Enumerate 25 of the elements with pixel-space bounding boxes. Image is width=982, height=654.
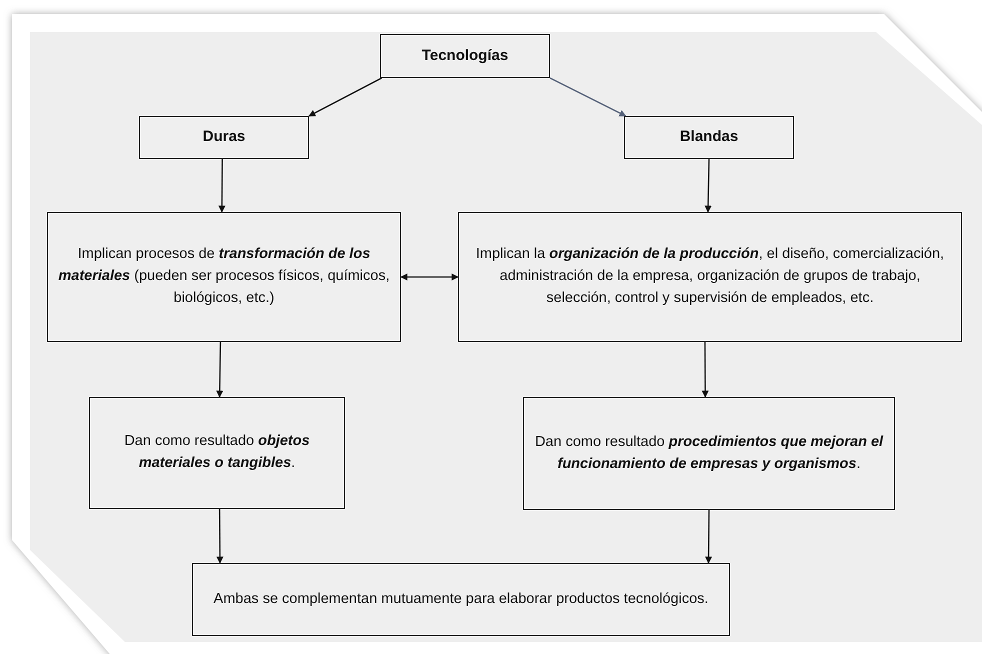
text-box: [192, 563, 730, 636]
box-description: Dan como resultado objetos materiales o tangibles.: [123, 432, 311, 473]
box-description: Dan como resultado procedimientos que mejoran el funcionamiento de empresas y organismos.: [534, 432, 884, 474]
arrow: [218, 159, 226, 213]
text-box: [523, 397, 895, 510]
category-box: [380, 34, 550, 78]
arrow: [308, 77, 382, 117]
arrow: [550, 77, 626, 117]
arrow: [702, 342, 709, 398]
arrow: [705, 510, 712, 564]
category-box: [139, 116, 309, 159]
text-box: [47, 212, 401, 342]
box-title: Blandas: [680, 127, 738, 148]
text-box: [89, 397, 345, 509]
arrow: [400, 274, 459, 280]
box-title: Tecnologías: [422, 46, 508, 66]
box-description: Ambas se complementan mutuamente para elaborar productos tecnológicos.: [214, 590, 708, 609]
arrow: [704, 158, 712, 213]
box-description: Implican la organización de la producción, el diseño, comercialización, administración de la empresa, organización de grupos de trabajo, selección, control y supervisión de empleados, etc.: [474, 245, 946, 308]
box-title: Duras: [202, 127, 246, 148]
category-box: [624, 116, 794, 159]
arrow: [216, 509, 224, 564]
arrow: [216, 342, 224, 398]
text-box: [458, 212, 962, 342]
box-description: Implican procesos de transformación de los materiales (pueden ser procesos físicos, químicos, biológicos, etc.): [58, 245, 390, 308]
